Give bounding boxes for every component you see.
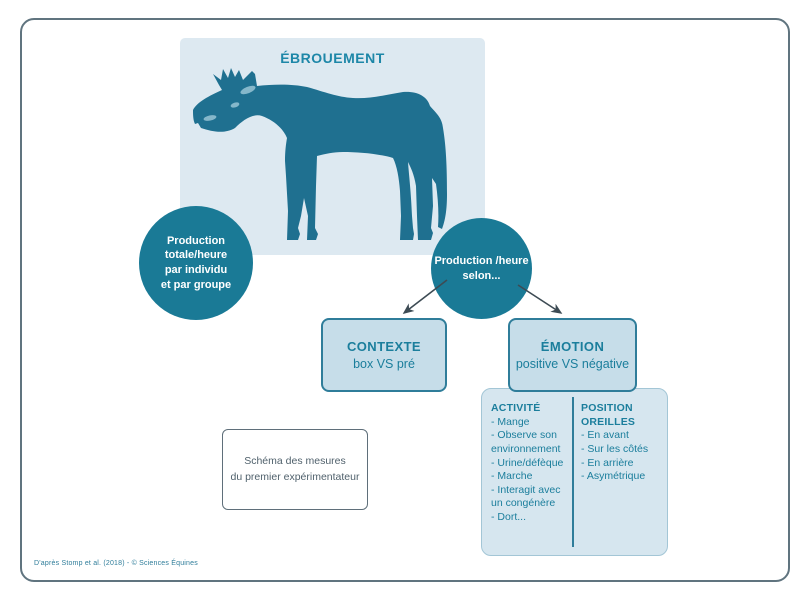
circle-text-line: selon... — [462, 269, 501, 282]
horse-ear-highlight — [240, 85, 256, 95]
horse-eye-highlight — [230, 102, 240, 108]
circle-text-line: Production — [166, 234, 226, 247]
note-line: Schéma des mesures — [244, 455, 346, 468]
emotion-box: ÉMOTION positive VS négative — [508, 318, 637, 392]
list-item: - Dort... — [491, 511, 527, 524]
emotion-box-subtitle: positive VS négative — [515, 357, 630, 371]
horse-nose-highlight — [203, 115, 217, 121]
legend-note-box: Schéma des mesures du premier expériment… — [222, 429, 368, 510]
observation-lists-box: ACTIVITÉ - Mange - Observe son environne… — [481, 388, 668, 556]
contexte-box-subtitle: box VS pré — [353, 357, 415, 371]
list-item: - Sur les côtés — [581, 442, 649, 455]
diagram-title: ÉBROUEMENT — [280, 50, 385, 66]
list-item: - Observe son environnement — [491, 429, 561, 455]
branch-arrows — [402, 279, 563, 314]
list-item: - En arrière — [581, 456, 634, 469]
column-divider — [572, 397, 574, 547]
list-item: - Interagit avec un congénère — [491, 483, 561, 510]
activity-column-title: ACTIVITÉ — [491, 402, 541, 414]
ears-position-column: POSITION OREILLES - En avant - Sur les c… — [572, 389, 667, 555]
production-total-circle: Production totale/heure par individu et … — [139, 206, 253, 320]
arrow-down-left-icon — [402, 279, 448, 314]
emotion-box-title: ÉMOTION — [540, 339, 605, 354]
production-per-hour-circle: Production /heure selon... — [431, 218, 532, 319]
activity-column: ACTIVITÉ - Mange - Observe son environne… — [482, 389, 572, 555]
list-item: - Marche — [491, 470, 533, 483]
contexte-box-title: CONTEXTE — [347, 339, 421, 354]
circle-text-line: et par groupe — [160, 278, 232, 291]
circle-text-line: par individu — [164, 264, 228, 276]
arrow-down-right-icon — [517, 284, 563, 314]
list-item: - En avant — [581, 429, 629, 442]
horse-body-shape — [193, 68, 447, 240]
horse-silhouette-icon — [193, 68, 447, 240]
credit-text: D'après Stomp et al. (2018) - © Sciences… — [34, 560, 198, 567]
note-line: du premier expérimentateur — [230, 470, 360, 483]
list-item: - Mange — [491, 415, 530, 428]
list-item: - Asymétrique — [581, 470, 646, 483]
list-item: - Urine/défèque — [491, 456, 564, 469]
contexte-box: CONTEXTE box VS pré — [321, 318, 447, 392]
ears-position-column-title: POSITION OREILLES — [581, 402, 636, 428]
circle-text-line: totale/heure — [164, 249, 228, 262]
circle-text-line: Production /heure — [434, 254, 529, 267]
